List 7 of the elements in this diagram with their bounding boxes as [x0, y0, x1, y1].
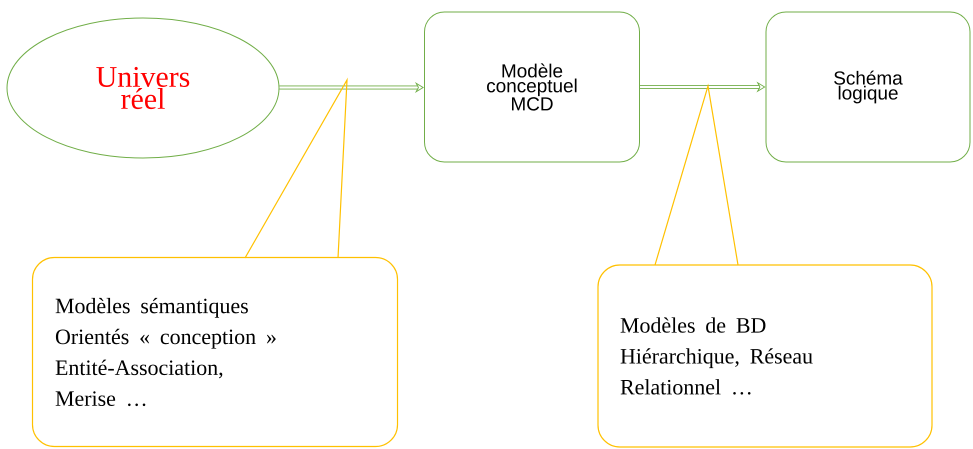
callout-box: Modèles sémantiques Orientés « conception » Entité-Association, Merise … [32, 256, 398, 448]
callout-box: Modèles de BD Hiérarchique, Réseau Relationnel … [597, 264, 933, 448]
process-box: Modèle conceptuel MCD [424, 12, 640, 162]
oval: Univers réel [6, 18, 280, 158]
leader-line [244, 78, 348, 258]
process-box: Schéma logique [766, 12, 970, 162]
leader-line [654, 83, 739, 266]
